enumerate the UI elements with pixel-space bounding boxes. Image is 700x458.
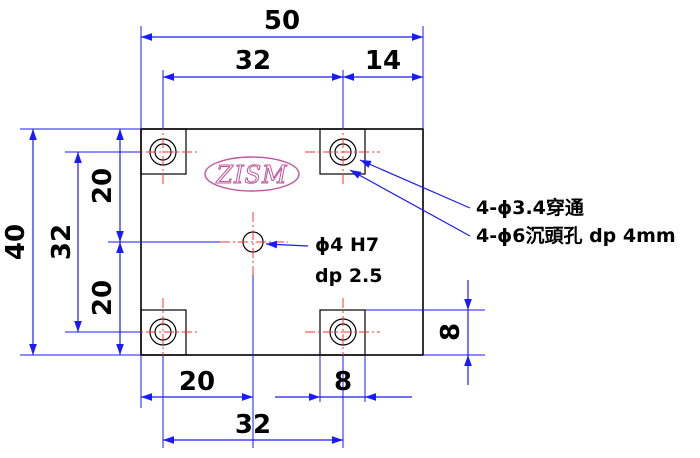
note-center-hole-tolerance: ϕ4 H7 [315, 234, 379, 256]
dim-hole-spacing-x: 32 [235, 46, 271, 76]
dim-hole-spacing-x-bottom: 32 [235, 410, 271, 440]
dim-center-offset-left: 20 [179, 367, 215, 397]
dimension-lines [29, 33, 472, 444]
dim-edge-offset-x: 14 [365, 46, 401, 76]
dim-pad-size-bottom: 8 [334, 367, 352, 397]
dim-overall-width: 50 [264, 6, 300, 36]
logo-text: ZISM [215, 161, 288, 189]
logo-ellipse [204, 156, 300, 192]
note-center-hole-depth: dp 2.5 [315, 265, 382, 287]
dim-pad-size-right: 8 [436, 323, 466, 341]
dim-overall-height: 40 [1, 224, 31, 260]
dim-center-offset-bottom: 20 [88, 280, 118, 316]
dim-hole-spacing-y: 32 [47, 224, 77, 260]
note-counterbore: 4-ϕ6沉頭孔 dp 4mm [476, 225, 676, 247]
leader-lines [265, 159, 471, 249]
note-through-hole: 4-ϕ3.4穿通 [476, 196, 585, 219]
dim-center-offset-top: 20 [88, 168, 118, 204]
